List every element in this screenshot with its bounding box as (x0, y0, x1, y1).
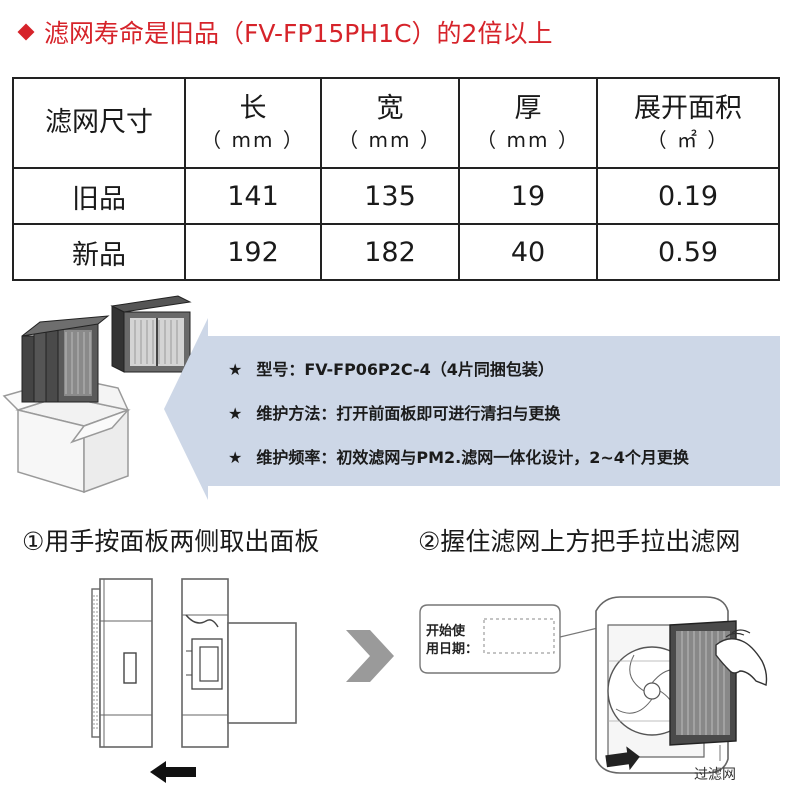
hand-icon (715, 629, 768, 686)
headline-text: 滤网寿命是旧品（FV-FP15PH1C）的2倍以上 (44, 19, 553, 48)
ventilator-unit (181, 578, 297, 748)
filter-box-illustration (2, 295, 192, 494)
cell-thickness: 40 (458, 223, 598, 281)
label-card-line1: 开始使 (426, 623, 466, 639)
cell-width: 135 (320, 167, 460, 225)
cell-model: 旧品 (12, 167, 186, 225)
arrow-left-icon (150, 761, 196, 783)
cell-length: 192 (184, 223, 322, 281)
single-filter (110, 295, 192, 373)
filter-label: 过滤网 (694, 767, 736, 783)
step-2-illustration: 开始使 用日期： 过滤网 (419, 596, 768, 783)
info-frequency-line: ★维护频率：初效滤网与PM2.滤网一体化设计，2~4个月更换 (228, 448, 689, 467)
cell-area: 0.19 (596, 167, 780, 225)
header-size: 滤网尺寸 (12, 77, 186, 169)
cell-width: 182 (320, 223, 460, 281)
cell-length: 141 (184, 167, 322, 225)
header-length: 长 （ mm ） (184, 77, 322, 169)
table-row: 新品 192 182 40 0.59 (12, 223, 780, 281)
chevron-right-icon (346, 630, 394, 682)
header-area: 展开面积 （ ㎡ ） (596, 77, 780, 169)
label-card-line2: 用日期： (425, 642, 478, 657)
step-1-illustration (91, 578, 297, 783)
star-bullet-icon: ★ (228, 360, 243, 379)
callout-pointer (164, 318, 208, 500)
arrow-right-icon (605, 746, 640, 771)
header-width: 宽 （ mm ） (320, 77, 460, 169)
diamond-bullet-icon (17, 23, 35, 41)
header-thickness: 厚 （ mm ） (458, 77, 598, 169)
product-info-panel: ★型号：FV-FP06P2C-4（4片同捆包装） ★维护方法：打开前面板即可进行… (206, 336, 780, 486)
info-maintenance-line: ★维护方法：打开前面板即可进行清扫与更换 (228, 404, 561, 423)
star-bullet-icon: ★ (228, 404, 243, 423)
cell-area: 0.59 (596, 223, 780, 281)
cell-model: 新品 (12, 223, 186, 281)
filter-spec-table: 滤网尺寸 长 （ mm ） 宽 （ mm ） 厚 （ mm ） 展开面积 （ ㎡… (12, 77, 780, 281)
star-bullet-icon: ★ (228, 448, 243, 467)
filter-stack (21, 315, 110, 403)
date-label-card: 开始使 用日期： (419, 604, 603, 674)
step-1-caption: ①用手按面板两侧取出面板 (22, 527, 320, 556)
cell-thickness: 19 (458, 167, 598, 225)
table-header-row: 滤网尺寸 长 （ mm ） 宽 （ mm ） 厚 （ mm ） 展开面积 （ ㎡… (12, 77, 780, 169)
step-2-caption: ②握住滤网上方把手拉出滤网 (418, 527, 741, 556)
info-model-line: ★型号：FV-FP06P2C-4（4片同捆包装） (228, 360, 554, 379)
front-panel (91, 578, 153, 748)
headline: 滤网寿命是旧品（FV-FP15PH1C）的2倍以上 (14, 12, 552, 52)
table-row: 旧品 141 135 19 0.19 (12, 167, 780, 225)
